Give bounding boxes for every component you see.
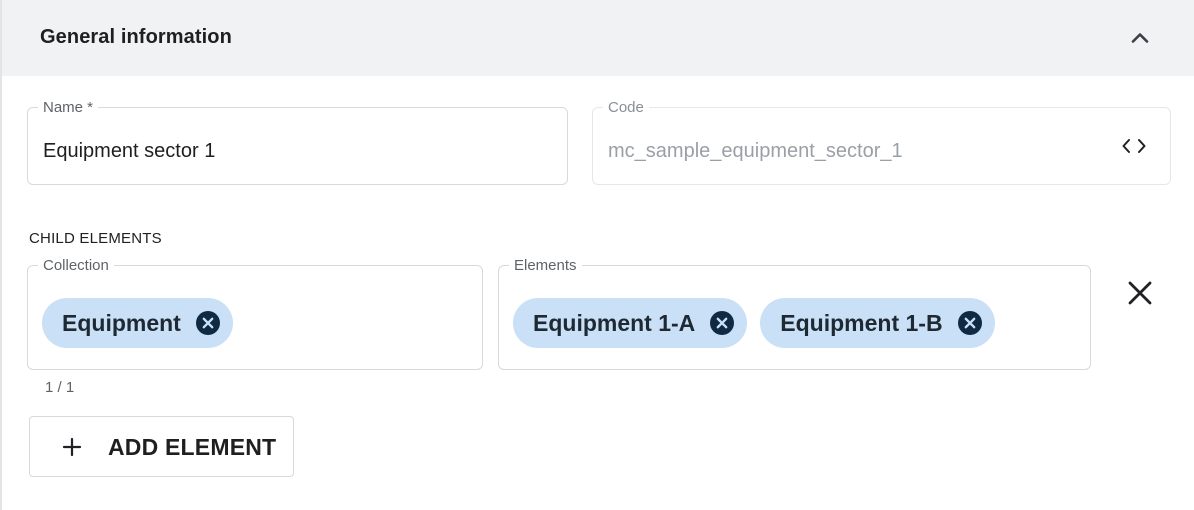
elements-field[interactable]: Elements Equipment 1-A Equipment 1-B <box>498 257 1091 370</box>
code-brackets-icon <box>1122 139 1146 153</box>
cancel-circle-icon <box>195 311 220 335</box>
chip-label: Equipment 1-B <box>780 309 943 336</box>
name-field[interactable]: Name * Equipment sector 1 <box>27 99 568 185</box>
collection-field-label: Collection <box>38 257 114 275</box>
code-input: mc_sample_equipment_sector_1 <box>608 140 903 162</box>
collection-field[interactable]: Collection Equipment <box>27 257 483 370</box>
add-element-button[interactable]: ADD ELEMENT <box>29 416 294 477</box>
edit-code-button[interactable] <box>1120 134 1148 158</box>
chip-label: Equipment 1-A <box>533 309 696 336</box>
add-element-label: ADD ELEMENT <box>108 434 277 460</box>
collection-chips: Equipment <box>42 298 233 348</box>
cancel-circle-icon <box>710 311 735 335</box>
name-input[interactable]: Equipment sector 1 <box>43 140 216 162</box>
plus-icon <box>62 437 82 457</box>
close-icon <box>1128 281 1152 305</box>
chevron-up-icon <box>1131 33 1149 43</box>
chip-remove-button[interactable] <box>957 310 983 336</box>
panel-title: General information <box>40 26 232 48</box>
child-elements-label: CHILD ELEMENTS <box>29 230 162 247</box>
cancel-circle-icon <box>957 311 982 335</box>
remove-child-element-button[interactable] <box>1123 276 1157 310</box>
chip-remove-button[interactable] <box>709 310 735 336</box>
child-elements-counter: 1 / 1 <box>45 379 75 396</box>
chip-remove-button[interactable] <box>195 310 221 336</box>
code-field-label: Code <box>603 99 649 117</box>
elements-chips: Equipment 1-A Equipment 1-B <box>513 298 995 348</box>
element-chip[interactable]: Equipment 1-B <box>760 298 995 348</box>
code-field: Code mc_sample_equipment_sector_1 <box>592 99 1171 185</box>
name-field-label: Name * <box>38 99 99 117</box>
panel-header[interactable]: General information <box>2 0 1194 76</box>
elements-field-label: Elements <box>509 257 582 275</box>
collection-chip[interactable]: Equipment <box>42 298 233 348</box>
collapse-button[interactable] <box>1124 22 1156 54</box>
element-chip[interactable]: Equipment 1-A <box>513 298 748 348</box>
chip-label: Equipment <box>62 309 181 336</box>
